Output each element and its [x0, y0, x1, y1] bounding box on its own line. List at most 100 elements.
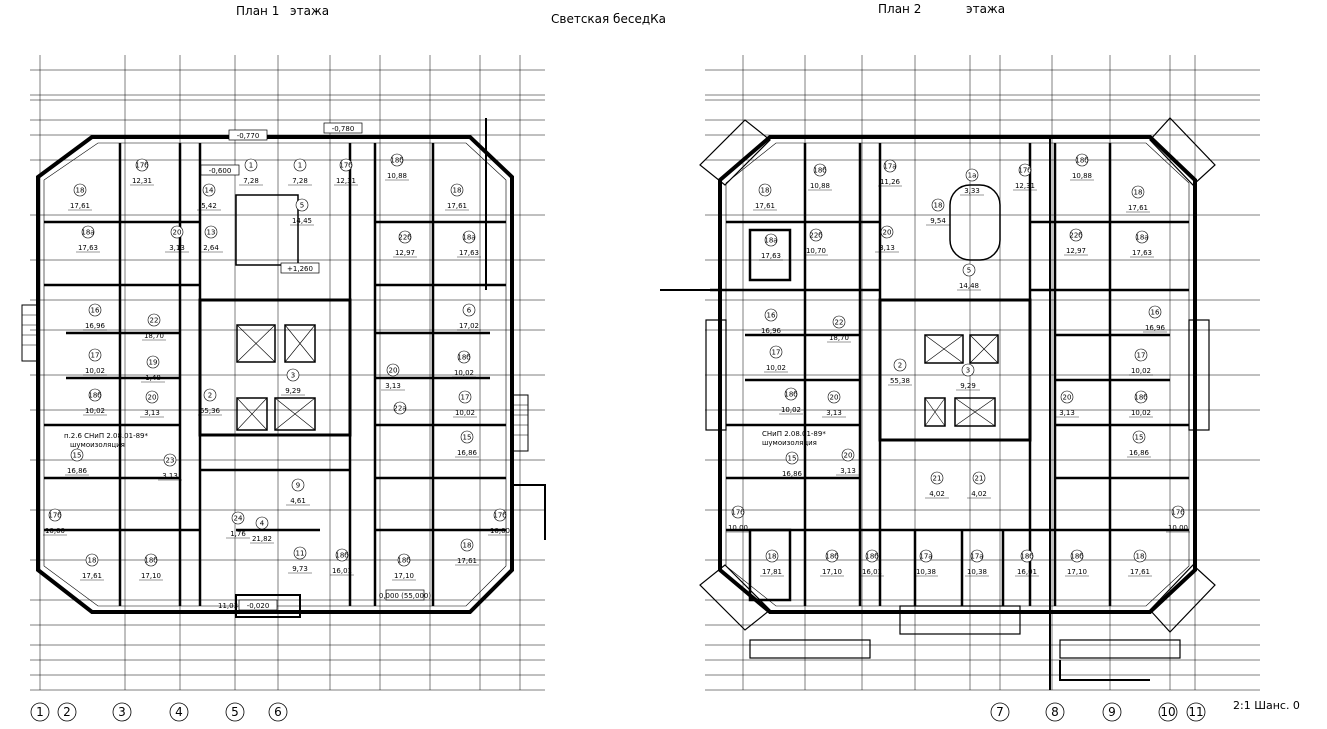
- axis-circle: [1186, 702, 1206, 722]
- room-number-circle: [85, 553, 99, 567]
- room-area: 17,81: [762, 568, 782, 576]
- room-number-circle: [460, 538, 474, 552]
- grid-lines: [30, 55, 1260, 691]
- room-area: 17,02: [459, 322, 479, 330]
- room-number: 18: [88, 557, 97, 565]
- room-number: 18: [453, 187, 462, 195]
- room-area: 10,00: [728, 524, 748, 532]
- axis-circle: [57, 702, 77, 722]
- room-area: 10,38: [916, 568, 936, 576]
- level-value: -0,780: [332, 125, 355, 133]
- room-number: 18б: [825, 553, 838, 561]
- room-number-circle: [893, 358, 907, 372]
- room-number-circle: [202, 183, 216, 197]
- axis-marker: 11: [1186, 702, 1206, 722]
- room-number: 18: [761, 187, 770, 195]
- room-label: 191,48: [141, 355, 165, 383]
- room-number: 16: [1151, 309, 1160, 317]
- room-number: 17б: [493, 512, 506, 520]
- room-number: 16: [91, 307, 100, 315]
- axis-marker: 2: [57, 702, 77, 722]
- room-number-circle: [88, 303, 102, 317]
- axis-label: 7: [996, 705, 1004, 719]
- room-number: 17а: [970, 553, 983, 561]
- room-area: 11,26: [880, 178, 901, 186]
- room-number: 17: [461, 394, 470, 402]
- room-number-circle: [880, 225, 894, 239]
- axis-marker: 4: [169, 702, 189, 722]
- room-area: 17,61: [1128, 204, 1148, 212]
- room-label: 203,13: [140, 390, 164, 418]
- axis-circle: [990, 702, 1010, 722]
- room-number: 18а: [81, 229, 94, 237]
- room-number-circle: [764, 233, 778, 247]
- room-label: 203,13: [836, 448, 860, 476]
- level-box: [280, 262, 320, 274]
- room-area: 10,02: [85, 367, 105, 375]
- room-number: 2: [898, 362, 902, 370]
- axis-marker: 8: [1045, 702, 1065, 722]
- room-number: 11: [296, 550, 305, 558]
- room-number-circle: [972, 471, 986, 485]
- axis-circle: [169, 702, 189, 722]
- room-number: 16: [767, 312, 776, 320]
- room-number-circle: [203, 388, 217, 402]
- room-area: 9,73: [292, 565, 308, 573]
- room-number: 9: [296, 482, 300, 490]
- room-number-circle: [1131, 185, 1145, 199]
- axis-label: 3: [118, 705, 126, 719]
- level-box: [385, 589, 425, 601]
- room-number-circle: [1018, 163, 1032, 177]
- room-area: 16,01: [862, 568, 882, 576]
- axis-marker: 10: [1158, 702, 1178, 722]
- room-number: 18б: [88, 392, 101, 400]
- room-number-circle: [244, 158, 258, 172]
- plan2-note: шумоизоляция: [762, 439, 817, 447]
- room-number-circle: [386, 363, 400, 377]
- room-number: 17б: [1018, 167, 1031, 175]
- room-area: 18,70: [829, 334, 849, 342]
- room-number-circle: [393, 401, 407, 415]
- room-label: 421,82: [250, 516, 274, 544]
- room-number: 18а: [462, 234, 475, 242]
- axis-label: 1: [36, 705, 44, 719]
- room-number: 18б: [784, 391, 797, 399]
- room-number-circle: [88, 388, 102, 402]
- level-value: -0,020: [247, 602, 270, 610]
- room-area: 17,61: [70, 202, 90, 210]
- plan2-note: СНиП 2.08.01-89*: [762, 430, 826, 438]
- room-number: 13: [207, 229, 216, 237]
- room-number: 18б: [1075, 157, 1088, 165]
- room-number-circle: [390, 153, 404, 167]
- room-number-circle: [1148, 305, 1162, 319]
- room-label: 17,28: [239, 158, 263, 186]
- room-number: 23: [166, 457, 175, 465]
- room-area: 10,02: [781, 406, 801, 414]
- axis-circle: [1158, 702, 1178, 722]
- axis-marker: 1: [30, 702, 50, 722]
- room-number: 18б: [1070, 553, 1083, 561]
- room-number: 2: [208, 392, 212, 400]
- room-number: 19: [149, 359, 158, 367]
- room-label: 241,76: [226, 511, 250, 539]
- plan1-outer-wall: [36, 135, 514, 614]
- room-number-circle: [70, 448, 84, 462]
- room-area: 10,00: [1168, 524, 1188, 532]
- room-number: 1: [249, 162, 253, 170]
- room-area: 12,31: [132, 177, 152, 185]
